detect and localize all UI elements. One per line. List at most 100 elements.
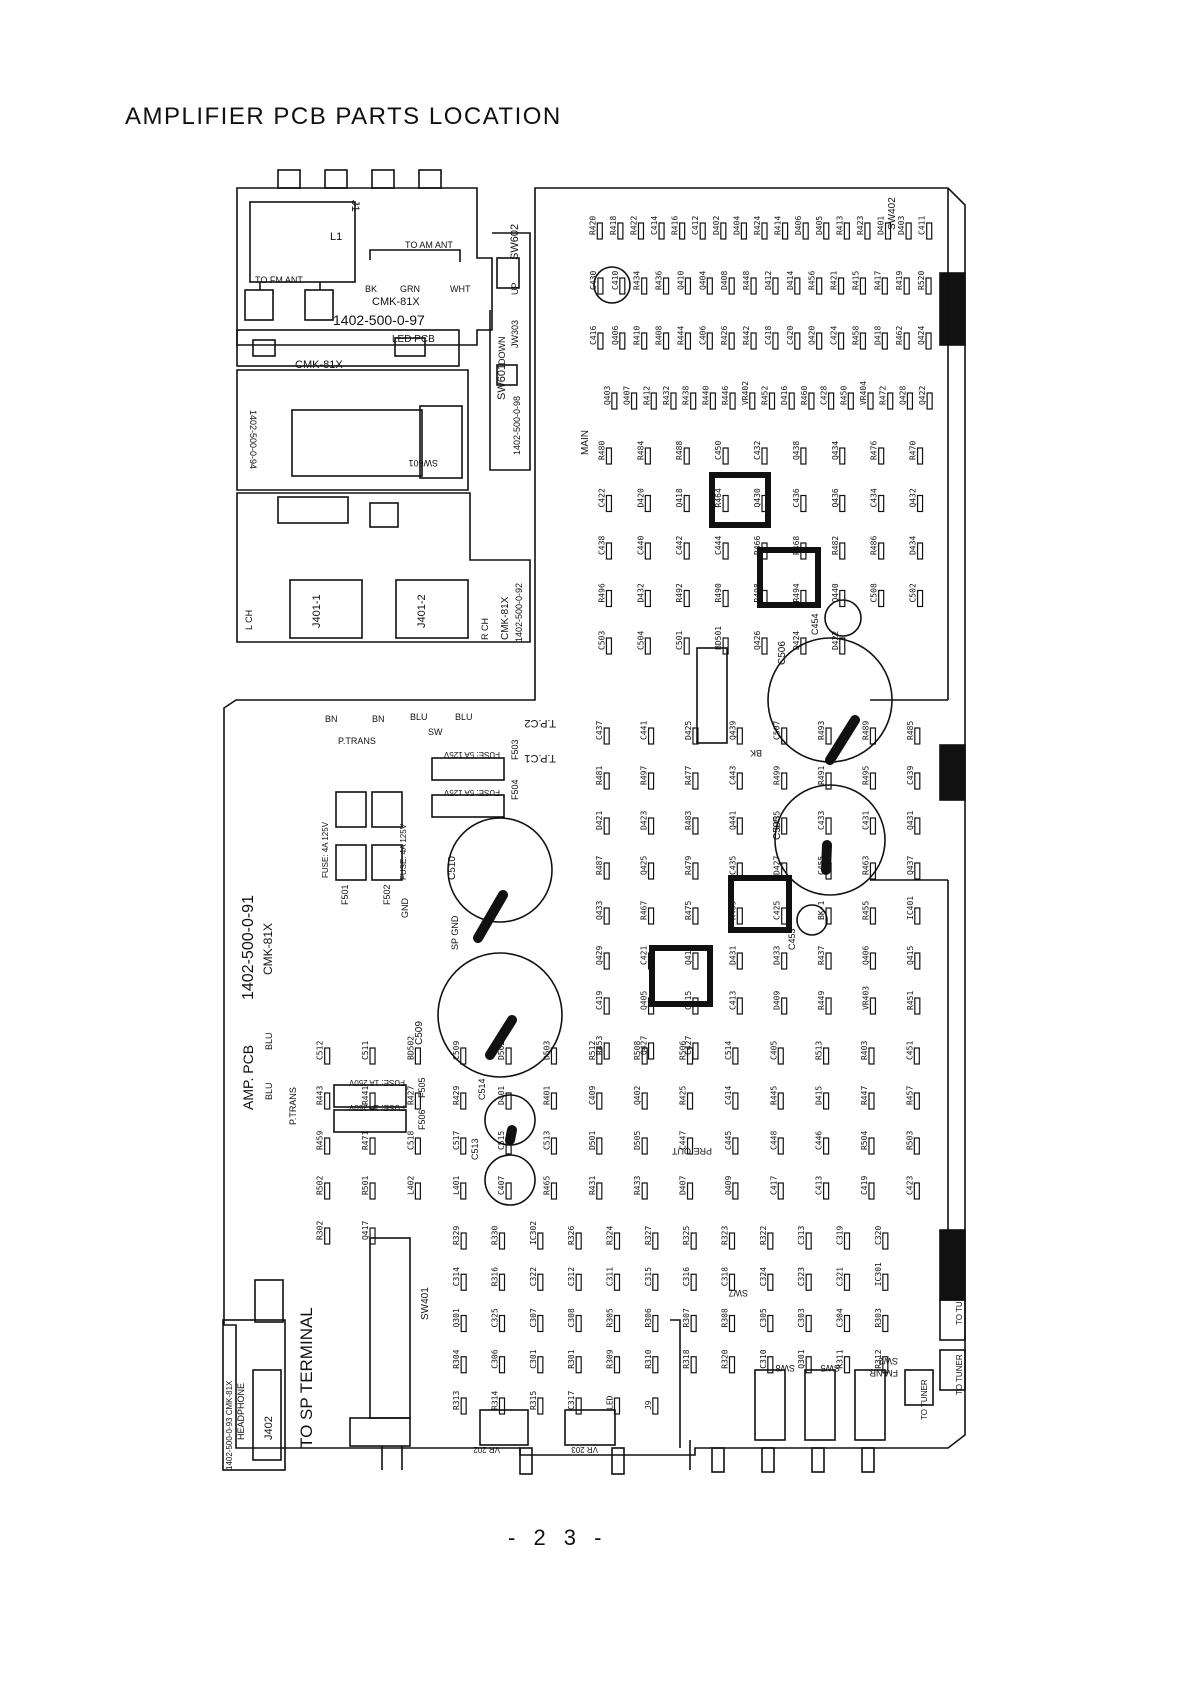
component-body [767, 1314, 774, 1333]
label-fm-nr: FM NR [869, 1368, 898, 1378]
component-body [706, 277, 713, 295]
component-body [575, 1314, 582, 1333]
component-body [781, 907, 788, 925]
component-body [596, 1092, 603, 1110]
component-body [839, 447, 846, 465]
component-body [761, 637, 768, 655]
component-body [597, 277, 604, 295]
component-body [647, 727, 655, 745]
ref-c424: C424 [830, 326, 839, 345]
component-body [647, 1042, 655, 1060]
component-body [537, 1397, 544, 1415]
ref-r312: R312 [874, 1349, 883, 1368]
component-body [460, 1137, 467, 1155]
component-body [777, 1047, 784, 1065]
ref-r415: R415 [851, 271, 860, 290]
component-body [460, 1232, 467, 1250]
component-body [498, 1273, 506, 1291]
label-cmk-amp: CMK-81X [261, 923, 275, 975]
label-grn: GRN [400, 284, 420, 294]
component-body [869, 727, 877, 745]
ref-q426: Q426 [753, 631, 762, 650]
ref-r456: R456 [808, 271, 817, 290]
ref-q301: Q301 [797, 1349, 806, 1368]
component-body [882, 1314, 889, 1333]
component-body [722, 637, 729, 655]
component-body [788, 392, 795, 410]
component-body [692, 817, 699, 835]
component-body [761, 494, 768, 513]
component-body [596, 222, 603, 240]
ref-r420: R420 [588, 216, 597, 235]
ref-c431: C431 [861, 811, 870, 830]
label-up: UP [510, 282, 520, 295]
component-body [825, 727, 832, 745]
ref-c447: C447 [679, 1131, 688, 1150]
ref-c435: C435 [728, 856, 737, 875]
label-sw2: SW2 [878, 1356, 898, 1366]
component-body [903, 332, 910, 350]
ref-c325: C325 [491, 1308, 500, 1327]
label-amp-pcb: AMP. PCB [240, 1045, 256, 1110]
label-to-fm-ant: TO FM ANT [255, 275, 303, 285]
label-c509: C509 [414, 1021, 425, 1045]
ref-d421: D421 [595, 811, 604, 830]
label-c513: C513 [470, 1138, 480, 1160]
ref-r448: R448 [742, 271, 751, 290]
ref-r432: R432 [662, 386, 671, 405]
component-body [916, 589, 924, 608]
component-body [905, 222, 912, 240]
component-body [825, 997, 832, 1015]
component-body [914, 952, 921, 970]
component-body [505, 1047, 512, 1065]
ref-c314: C314 [452, 1267, 461, 1286]
component-body [772, 277, 779, 295]
headphone-board [222, 1279, 286, 1471]
ref-r323: R323 [721, 1226, 730, 1245]
ref-r445: R445 [769, 1086, 778, 1105]
component-body [550, 1182, 558, 1200]
component-body [686, 1092, 694, 1110]
ref-c428: C428 [820, 386, 829, 405]
ref-r310: R310 [644, 1349, 653, 1368]
label-pre-out: PRE OUT [671, 1146, 712, 1156]
ref-r452: R452 [761, 386, 770, 405]
component-body [647, 772, 655, 790]
component-body [823, 1137, 830, 1155]
label-to-tuner-1: TO TUNER [920, 1379, 929, 1420]
label-hp-pcb-no: 1402-500-0-93 CMK-81X [225, 1380, 234, 1470]
label-cmk-tuner: CMK-81X [372, 296, 420, 308]
label-c454: C454 [810, 613, 820, 635]
ref-d414: D414 [786, 271, 795, 290]
component-body [761, 589, 768, 608]
component-body [369, 1137, 376, 1155]
ref-c514: C514 [724, 1041, 733, 1060]
ref-r421: R421 [830, 271, 839, 290]
component-body [683, 542, 690, 560]
component-body [925, 277, 932, 295]
component-body [720, 222, 727, 240]
component-body [414, 1092, 421, 1110]
ref-r325: R325 [682, 1226, 691, 1245]
ref-c420: C420 [786, 326, 795, 345]
ref-r467: R467 [640, 901, 649, 920]
ref-d431: D431 [728, 946, 737, 965]
component-body [644, 542, 651, 560]
component-body [613, 1273, 621, 1291]
ref-r495: R495 [861, 766, 870, 785]
ref-q431: Q431 [906, 811, 915, 830]
ref-r458: R458 [851, 326, 860, 345]
component-body [736, 772, 743, 790]
label-f506: F506 [417, 1109, 427, 1130]
label-fuse-f506: FUSE: 1A 250V [348, 1103, 405, 1112]
component-body [692, 997, 699, 1015]
component-body [732, 1092, 739, 1110]
label-to-sp-terminal: TO SP TERMINAL [297, 1307, 316, 1448]
ref-c304: C304 [836, 1308, 845, 1327]
component-body [690, 1273, 697, 1291]
label-fuse-f503: FUSE: 5A 125V [443, 750, 500, 759]
component-body [800, 542, 807, 560]
ref-r438: R438 [682, 386, 691, 405]
component-body [690, 1314, 697, 1333]
component-body [596, 1182, 603, 1200]
